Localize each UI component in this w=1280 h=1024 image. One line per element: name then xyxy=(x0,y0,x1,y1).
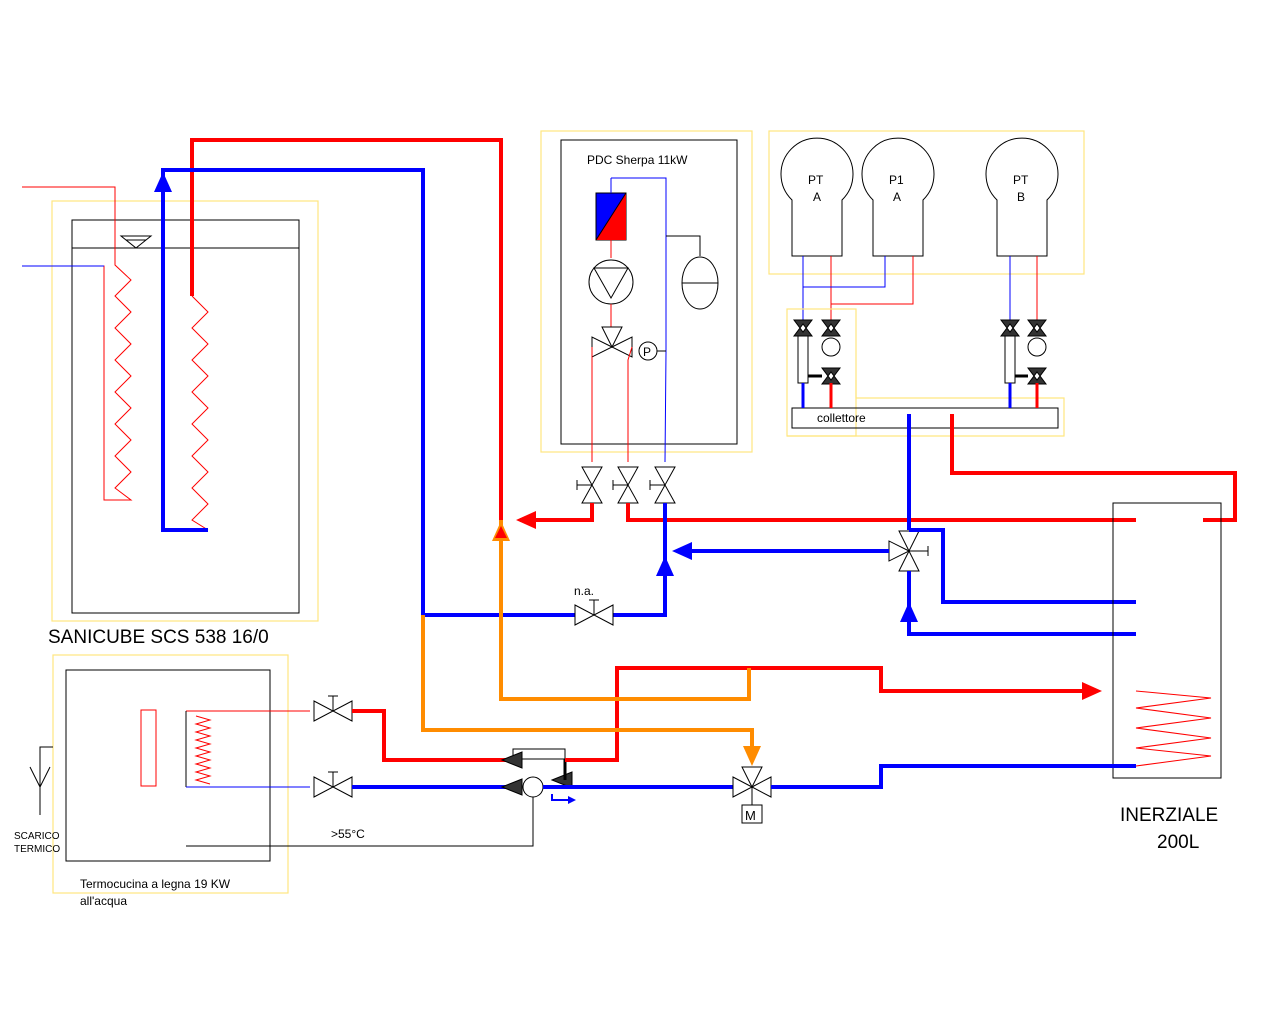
stove-label: Termocucina a legna 19 KW xyxy=(80,877,231,891)
svg-text:PT: PT xyxy=(1013,173,1029,187)
svg-text:A: A xyxy=(893,190,901,204)
svg-text:TERMICO: TERMICO xyxy=(14,844,60,855)
svg-text:P: P xyxy=(643,345,651,359)
pdc-frame xyxy=(540,130,753,453)
collector-bar xyxy=(791,407,1059,429)
water-level-icon xyxy=(119,235,153,249)
na-label: n.a. xyxy=(574,584,594,598)
capacity-label: 200L xyxy=(1157,832,1199,853)
flow-arrow-icon xyxy=(516,511,536,529)
flow-arrow-icon xyxy=(1082,682,1102,700)
stove-body xyxy=(65,669,271,862)
sanicube-heating-coil xyxy=(154,138,575,617)
collector-group: collettore xyxy=(786,308,1065,437)
three-way-valve-icon xyxy=(591,326,633,358)
mixing-group-icon xyxy=(793,319,841,385)
stove-label-2: all'acqua xyxy=(80,894,127,908)
buffer-tank: INERZIALE 200L xyxy=(1112,502,1222,853)
stove-mixing-group xyxy=(500,748,573,798)
sanicube-tank: SANICUBE SCS 538 16/0 xyxy=(48,200,319,648)
svg-text:SCARICO: SCARICO xyxy=(14,831,60,842)
flow-arrow-icon xyxy=(656,556,674,576)
drain-icon xyxy=(29,766,51,789)
heating-pumps-group: PT A P1 A PT B xyxy=(768,130,1085,275)
flow-arrow-icon xyxy=(154,172,172,192)
inerziale-label: INERZIALE xyxy=(1120,805,1218,826)
svg-text:B: B xyxy=(1017,190,1025,204)
flow-arrow-icon xyxy=(672,542,692,560)
svg-text:P1: P1 xyxy=(889,173,904,187)
collettore-label: collettore xyxy=(817,411,866,425)
stove-isolation-valves xyxy=(313,695,353,798)
normally-open-valve: n.a. xyxy=(574,584,614,626)
pump-pt-b: PT B xyxy=(985,137,1059,257)
sanicube-frame xyxy=(51,200,319,622)
pdc-label: PDC Sherpa 11kW xyxy=(587,153,688,167)
sanicube-body xyxy=(71,219,300,614)
sanicube-dhw-coil xyxy=(22,186,133,501)
sanicube-label: SANICUBE SCS 538 16/0 xyxy=(48,627,269,648)
thermal-drain: SCARICO TERMICO xyxy=(14,746,60,855)
firebox-icon xyxy=(140,709,157,787)
svg-text:M: M xyxy=(745,808,756,823)
mixing-valve xyxy=(888,530,929,572)
flow-arrow-icon xyxy=(900,602,918,622)
temperature-label: >55°C xyxy=(331,827,365,841)
pump-p1-a: P1 A xyxy=(861,137,935,257)
pump-pt-a: PT A xyxy=(780,137,854,257)
pdc-heat-pump: PDC Sherpa 11kW P xyxy=(540,130,753,463)
stove-frame xyxy=(52,654,289,894)
mixing-group-icon xyxy=(1000,319,1047,385)
svg-text:A: A xyxy=(813,190,821,204)
buffer-tank-body xyxy=(1112,502,1222,779)
motor-icon xyxy=(741,804,763,824)
wood-stove: >55°C Termocucina a legna 19 KW all'acqu… xyxy=(52,654,534,908)
flow-arrow-icon xyxy=(743,746,761,766)
motorized-valve: M xyxy=(732,766,772,824)
pumps-frame xyxy=(768,130,1085,275)
pdc-isolation-valves xyxy=(576,466,676,504)
svg-text:PT: PT xyxy=(808,173,824,187)
pdc-body xyxy=(560,139,738,445)
